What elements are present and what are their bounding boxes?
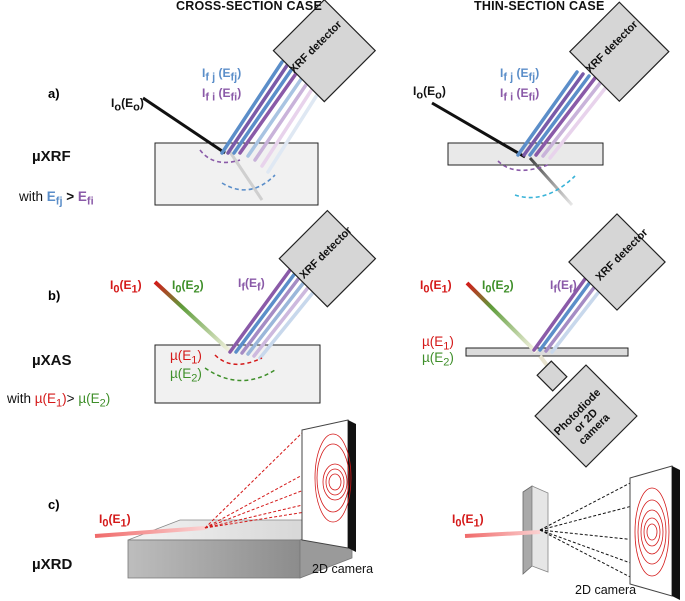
technique-xas: µXAS <box>32 352 72 369</box>
panel-label-c: c) <box>48 497 60 512</box>
photodiode-connector <box>536 360 568 392</box>
incident-e1-label-b-right: I0(E1) <box>420 278 452 296</box>
diffracted-rays-c-right <box>539 479 637 581</box>
incident-beam-b-left <box>153 280 234 355</box>
mu-e2-label-b-right: µ(E2) <box>422 350 454 369</box>
fluorescence-label-b-right: If(Ef) <box>550 278 577 296</box>
xrf-detector-a-left <box>272 0 377 103</box>
incident-beam-a-right <box>431 101 526 159</box>
xrf-detector-b-right <box>568 213 666 311</box>
thin-slide-face-c-right <box>531 485 549 573</box>
sample-block-front <box>127 539 301 579</box>
technique-xrd: µXRD <box>32 556 73 573</box>
xrf-detector-b-left <box>278 209 377 308</box>
fluorescence-label-b-left: If(Ef) <box>238 276 265 294</box>
mu-e1-label-b-right: µ(E1) <box>422 334 454 353</box>
thin-slide-c-right <box>522 485 533 575</box>
incident-beam-label-c-right: I0(E1) <box>452 512 484 530</box>
incident-beam-c-right <box>464 530 541 538</box>
incident-beam-c-left <box>94 526 206 538</box>
fluorescence-label-j-left: If j (Efj) <box>202 66 242 84</box>
absorption-zone-green-b-left <box>204 367 276 382</box>
panel-label-b: b) <box>48 288 61 303</box>
mu-e2-label-b-left: µ(E2) <box>170 366 202 385</box>
heading-thin-section: THIN-SECTION CASE <box>474 0 605 13</box>
sample-cross-section-a <box>154 142 319 206</box>
sample-cross-section-b <box>154 344 321 404</box>
technique-xrf: µXRF <box>32 148 71 165</box>
incident-intensity-a-left: Io(Eo) <box>111 96 144 114</box>
transmitted-beam-a-left <box>228 151 264 201</box>
fluorescence-label-i-right: If i (Efi) <box>500 86 540 104</box>
xrf-detector-a-right <box>568 1 670 103</box>
interaction-zone-purple-a-left <box>199 149 241 164</box>
incident-intensity-a-right: Io(Eo) <box>413 84 446 102</box>
incident-beam-label-c-left: I0(E1) <box>99 512 131 530</box>
interaction-zone-blue-a-left <box>221 174 276 191</box>
mu-e1-label-b-left: µ(E1) <box>170 348 202 367</box>
incident-beam-b-right <box>465 281 538 354</box>
camera-frame-c-left <box>348 420 356 552</box>
diffraction-rings-c-left <box>314 433 352 523</box>
photodiode-or-camera <box>534 364 638 468</box>
transmitted-beam-a-right <box>528 157 574 206</box>
incident-e2-label-b-right: I0(E2) <box>482 278 514 296</box>
camera-frame-c-right <box>672 466 680 600</box>
incident-beam-a-left <box>142 96 226 155</box>
heading-cross-section: CROSS-SECTION CASE <box>176 0 322 13</box>
camera-label-c-right: 2D camera <box>575 583 637 597</box>
incident-e2-label-b-left: I0(E2) <box>172 278 204 296</box>
panel-label-a: a) <box>48 86 60 101</box>
fluorescence-label-j-right: If j (Efj) <box>500 66 540 84</box>
diffraction-rings-c-right <box>634 487 670 577</box>
camera-label-c-left: 2D camera <box>312 562 374 576</box>
fluorescence-beams-a-left <box>220 60 326 174</box>
fluorescence-beams-b-left <box>228 268 322 360</box>
fluorescence-beams-a-right <box>516 70 609 160</box>
xrf-condition: with Efj > Efi <box>19 189 94 208</box>
fluorescence-label-i-left: If i (Efi) <box>202 86 242 104</box>
incident-e1-label-b-left: I0(E1) <box>110 278 142 296</box>
absorption-zone-red-b-left <box>214 354 263 365</box>
interaction-zone-purple-a-right <box>497 160 551 172</box>
xas-condition: with µ(E1)> µ(E2) <box>7 391 111 410</box>
interaction-zone-blue-a-right <box>514 175 576 199</box>
